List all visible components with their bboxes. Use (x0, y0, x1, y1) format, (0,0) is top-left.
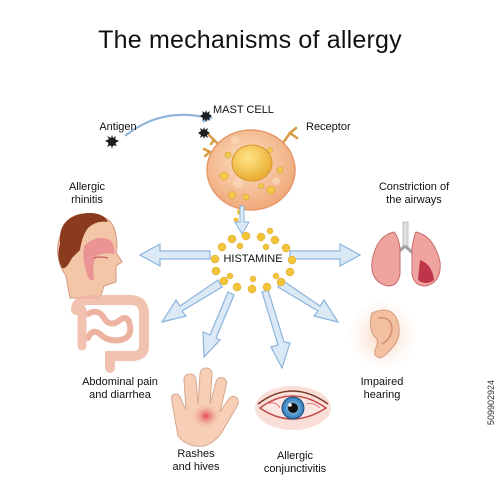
receptor-label: Receptor (306, 121, 351, 133)
abdominal-label: Abdominal pain and diarrhea (82, 376, 158, 401)
page-title: The mechanisms of allergy (98, 26, 402, 54)
release-arrow (234, 205, 250, 235)
antigen-icon (105, 110, 212, 149)
hand-icon (171, 367, 239, 447)
eye-icon (255, 386, 331, 430)
antigen-arrow (124, 113, 205, 137)
stock-id: 509902924 (486, 380, 496, 426)
hearing-label: Impaired hearing (360, 376, 404, 401)
lungs-icon (371, 221, 441, 287)
histamine-arrows (138, 242, 362, 370)
arrow-to-airways (289, 242, 362, 268)
arrow-to-rashes (202, 291, 235, 359)
histamine-label: HISTAMINE (223, 253, 283, 265)
mast-cell-label: MAST CELL (213, 104, 274, 116)
intestines-icon (71, 295, 149, 373)
rashes-label: Rashes and hives (172, 448, 220, 473)
arrow-to-conjunctivitis (261, 289, 291, 370)
head-icon (57, 213, 123, 299)
arrow-to-abdominal (160, 279, 223, 323)
conjunctivitis-label: Allergic conjunctivitis (263, 450, 327, 475)
rhinitis-label: Allergic rhinitis (68, 181, 106, 206)
mast-cell-icon (202, 126, 299, 223)
arrow-to-rhinitis (138, 242, 211, 268)
ear-icon (349, 301, 417, 369)
arrow-to-hearing (277, 279, 340, 323)
airways-label: Constriction of the airways (378, 181, 450, 206)
antigen-label: Antigen (99, 121, 137, 133)
histamine-granules (210, 227, 297, 294)
